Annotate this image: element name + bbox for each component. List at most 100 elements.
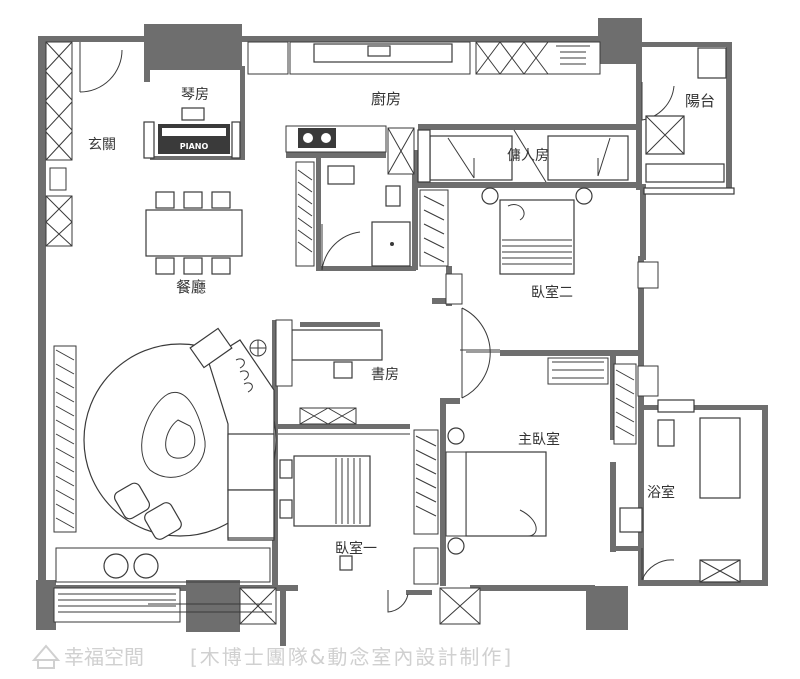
piano-side-right xyxy=(231,121,241,159)
watermark-logo: 幸福空間 xyxy=(64,645,144,669)
master-bed xyxy=(465,451,547,537)
entrance-cabinets xyxy=(45,41,73,247)
watermark-credit: [木博士團隊&動念室內設計制作] xyxy=(190,645,513,669)
bedroom2-furniture xyxy=(419,187,659,305)
maid-room xyxy=(417,129,629,183)
column-north-left xyxy=(144,24,242,70)
label-dining: 餐廳 xyxy=(176,278,206,296)
study-cabinet xyxy=(299,407,357,425)
wall-bath-small-west xyxy=(316,158,321,270)
small-bathroom xyxy=(327,165,411,267)
piano-bench xyxy=(181,107,205,121)
bed2-lamp-right xyxy=(575,187,593,205)
bed2-window-box xyxy=(637,261,659,289)
chair-3 xyxy=(211,191,231,209)
wall-east-balcony xyxy=(726,42,732,192)
bed1-pillow-2 xyxy=(279,499,293,519)
living-area xyxy=(53,327,277,623)
master-closet-east xyxy=(613,363,637,445)
bath-shower-cross xyxy=(699,559,741,583)
maid-bed-right xyxy=(547,135,629,181)
entrance-bench xyxy=(49,167,67,191)
wall-piano-south xyxy=(150,156,240,160)
bath-toilet xyxy=(657,419,675,447)
wall-east-lower xyxy=(638,256,644,586)
wall-bed1-north xyxy=(278,424,410,429)
window-bench xyxy=(55,547,271,583)
side-table xyxy=(189,327,233,369)
sofa-seat-2 xyxy=(227,489,275,539)
bed1-cover xyxy=(335,458,361,524)
label-piano-room: 琴房 xyxy=(181,87,209,103)
lounge-chair-2 xyxy=(144,502,182,540)
wall-bath-south xyxy=(616,546,640,551)
wall-bed1-east xyxy=(440,400,446,586)
coffee-table xyxy=(141,391,206,478)
water-heater xyxy=(645,163,725,183)
study-furniture xyxy=(275,319,383,425)
sink xyxy=(367,45,391,57)
master-headboard xyxy=(445,451,467,537)
wall-north-mid xyxy=(238,36,600,42)
column-north-right xyxy=(598,18,642,64)
kitchen-furniture xyxy=(247,41,601,267)
columns xyxy=(36,18,642,632)
bathtub xyxy=(699,417,741,499)
wall-west xyxy=(38,36,46,591)
tall-cabinets-cross xyxy=(475,41,549,75)
label-bedroom1: 臥室一 xyxy=(335,540,377,557)
piano-keys xyxy=(162,128,226,136)
wash-basin xyxy=(327,165,355,185)
label-balcony: 陽台 xyxy=(685,92,715,110)
fridge xyxy=(247,41,289,75)
sofa-seat-1 xyxy=(227,433,275,491)
bed1-desk-chair xyxy=(339,555,353,571)
maid-bed-right-fold xyxy=(597,137,611,177)
tv-wall-hatch xyxy=(55,349,75,529)
piano-room-furniture: PIANO xyxy=(143,107,241,159)
burner-left xyxy=(303,133,313,143)
bed1-closet-2-cross xyxy=(439,587,481,625)
bed2-wardrobe xyxy=(419,189,449,267)
kitchen-closet-cross xyxy=(387,127,415,175)
wall-bed2-east xyxy=(640,184,646,260)
label-bedroom2: 臥室二 xyxy=(531,284,573,301)
bed2-lamp-left xyxy=(481,187,499,205)
wall-maid-south xyxy=(418,182,638,188)
shoe-cabinet xyxy=(45,41,73,161)
wall-master-north xyxy=(500,350,638,356)
chair-4 xyxy=(155,257,175,275)
coffee-table-inner xyxy=(165,419,196,459)
side-counter-lines xyxy=(297,169,313,253)
wall-master-east-upper xyxy=(610,350,616,440)
entrance-closet-cross xyxy=(45,195,73,247)
master-lamp-left xyxy=(447,427,465,445)
wall-maid-west xyxy=(412,150,418,270)
wall-east-bath xyxy=(762,405,768,585)
wall-north-balcony xyxy=(640,42,730,47)
doors xyxy=(79,42,675,613)
kitchen-side-counter xyxy=(295,161,315,267)
bed2-nook xyxy=(445,273,463,305)
piano-text: PIANO xyxy=(180,142,209,151)
maid-bed-left-fold xyxy=(447,137,475,179)
master-closet-east-lines xyxy=(615,369,635,437)
label-bathroom: 浴室 xyxy=(647,484,675,501)
cooktop xyxy=(298,128,336,148)
study-shelf-left xyxy=(275,319,293,387)
shoe-cabinet-cross xyxy=(45,41,73,161)
maid-divider xyxy=(513,129,547,183)
wall-kitchen-south xyxy=(286,152,386,158)
wall-bath-small-south xyxy=(316,266,416,271)
wall-north-left xyxy=(38,36,148,42)
bed2-cover xyxy=(502,239,572,265)
master-closet-lines xyxy=(415,435,437,517)
bed2-wardrobe-lines xyxy=(423,195,445,263)
bed1-pillow-1 xyxy=(279,459,293,479)
master-bed-fold xyxy=(519,509,537,537)
washer-cross xyxy=(645,115,685,155)
wall-south-right xyxy=(638,580,768,586)
chair-5 xyxy=(183,257,203,275)
balcony-sink xyxy=(697,47,727,79)
